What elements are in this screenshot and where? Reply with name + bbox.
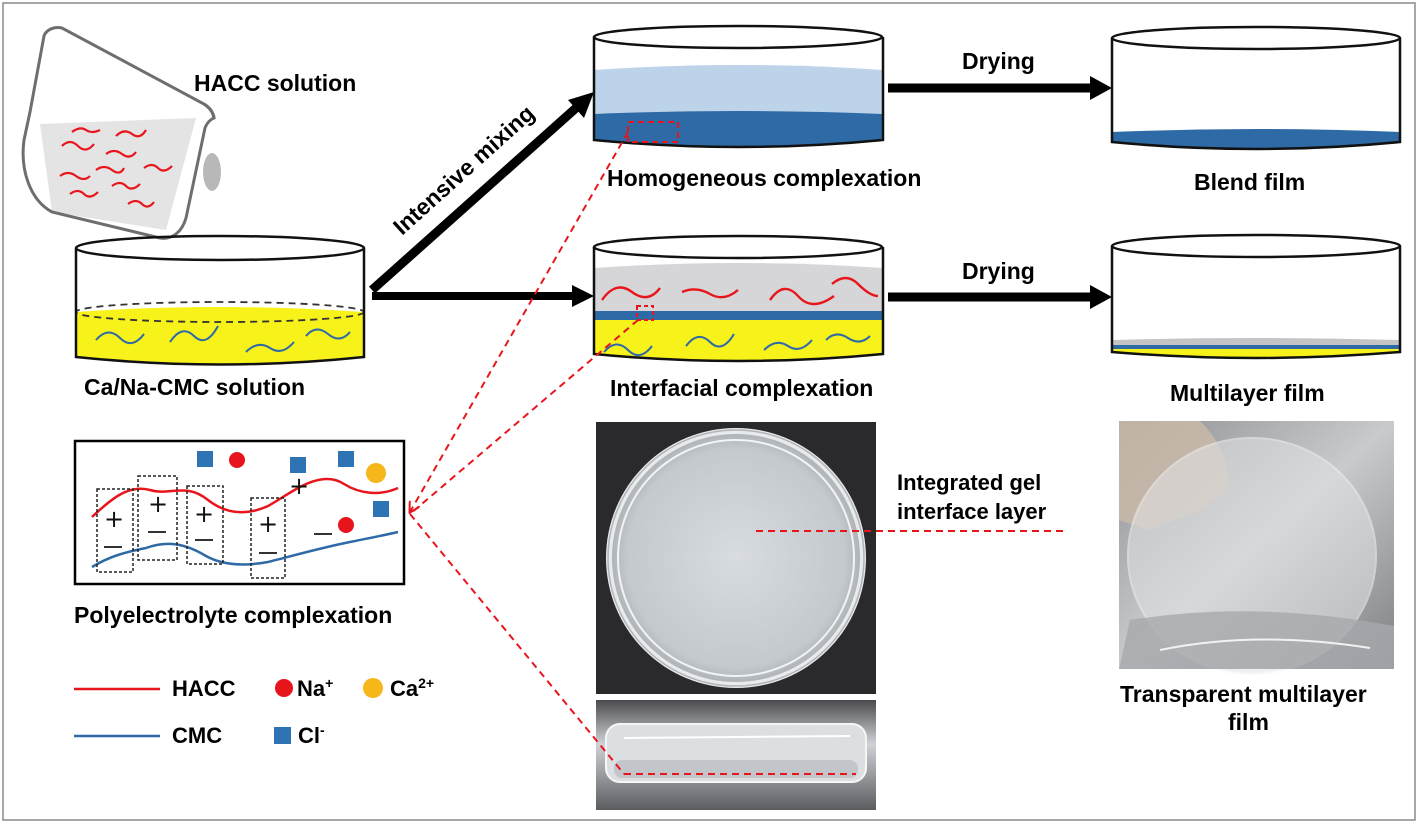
- svg-text:+: +: [289, 472, 309, 500]
- legend-hacc-label: HACC: [172, 676, 236, 701]
- label-homogeneous: Homogeneous complexation: [607, 165, 921, 191]
- zoom-box-interfacial: [636, 305, 654, 321]
- petri-dish-side-photo: [596, 700, 876, 810]
- svg-text:+: +: [148, 490, 168, 518]
- petri-dish-icon-blend: [1110, 25, 1402, 151]
- cl-ion: [338, 451, 354, 467]
- label-gel-layer-1: Integrated gel: [897, 470, 1041, 495]
- legend-ca-swatch: [363, 678, 383, 698]
- petri-dish-icon-multilayer: [1110, 233, 1402, 360]
- label-gel-layer-2: interface layer: [897, 499, 1047, 524]
- petri-dish-icon-cmc: [74, 234, 366, 366]
- petri-dish-photo: [596, 422, 876, 694]
- label-multilayer-film: Multilayer film: [1170, 380, 1325, 406]
- polyelectrolyte-inset: + + + + +: [73, 439, 406, 586]
- hacc-chains-in-beaker: [59, 127, 173, 208]
- beaker-icon: [21, 26, 221, 240]
- legend-cmc-label: CMC: [172, 723, 222, 748]
- label-drying-bottom: Drying: [962, 258, 1035, 284]
- ca-ion: [366, 463, 386, 483]
- pouring-drop: [203, 153, 221, 191]
- legend: HACC Na+ Ca2+ CMC Cl-: [74, 675, 434, 748]
- legend-ca-label: Ca2+: [390, 675, 434, 701]
- cl-ion: [373, 501, 389, 517]
- label-interfacial: Interfacial complexation: [610, 375, 873, 401]
- label-blend-film: Blend film: [1194, 169, 1305, 195]
- label-polyelectrolyte: Polyelectrolyte complexation: [74, 602, 392, 628]
- cl-ion: [197, 451, 213, 467]
- label-hacc-solution: HACC solution: [194, 70, 356, 96]
- label-transparent-1: Transparent multilayer: [1120, 681, 1367, 707]
- petri-dish-icon-homogeneous: [592, 24, 885, 149]
- svg-text:+: +: [194, 500, 214, 528]
- label-cmc-solution: Ca/Na-CMC solution: [84, 374, 305, 400]
- na-ion: [338, 517, 354, 533]
- legend-na-swatch: [275, 679, 293, 697]
- svg-text:+: +: [104, 505, 124, 533]
- na-ion: [229, 452, 245, 468]
- arrow-mixing: [369, 104, 579, 294]
- dashed-connectors: [410, 131, 1066, 775]
- label-transparent-2: film: [1228, 709, 1269, 735]
- legend-cl-label: Cl-: [298, 722, 325, 748]
- cl-ion: [290, 457, 306, 473]
- petri-dish-icon-interfacial: [592, 234, 885, 363]
- legend-na-label: Na+: [297, 675, 333, 701]
- legend-cl-swatch: [274, 727, 291, 744]
- label-drying-top: Drying: [962, 48, 1035, 74]
- svg-text:+: +: [258, 510, 278, 538]
- transparent-film-photo: [1119, 421, 1394, 675]
